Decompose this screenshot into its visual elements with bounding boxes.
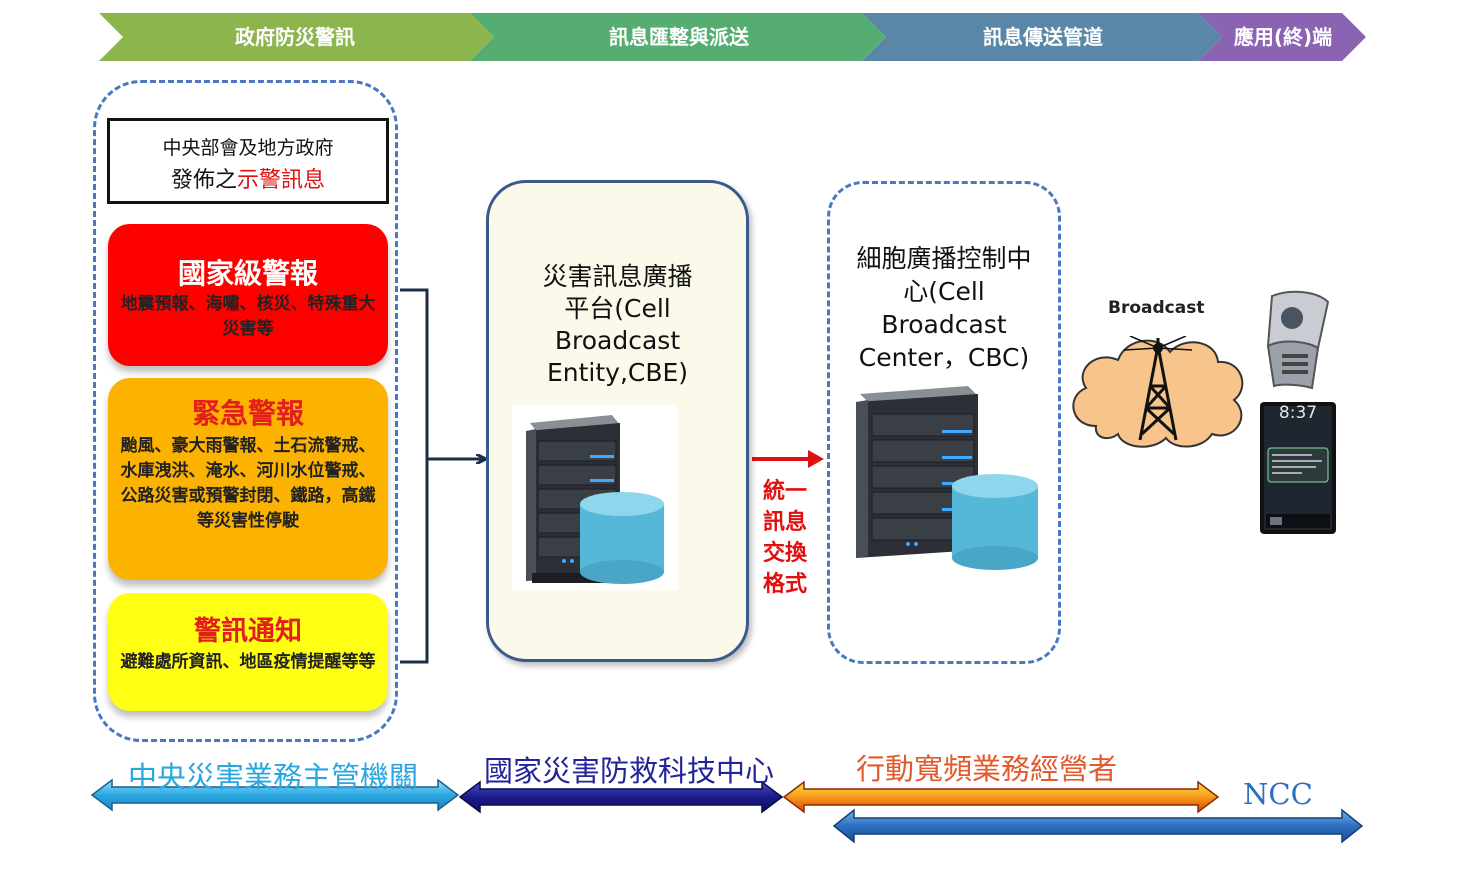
flip-phone-icon	[1266, 290, 1330, 390]
national-alert-box: 國家級警報 地震預報、海嘯、核災、特殊重大災害等	[108, 224, 388, 366]
header-chevron-4	[1198, 13, 1366, 61]
ncc-arrow	[832, 808, 1364, 844]
government-warnings-group	[93, 80, 398, 742]
source-line-2-red: 示警訊息	[237, 168, 326, 193]
warning-notice-desc: 避難處所資訊、地區疫情提醒等等	[120, 652, 376, 672]
exchange-line: 交換	[762, 541, 807, 566]
source-line-2-black: 發佈之	[170, 168, 237, 193]
warning-source-box: 中央部會及地方政府 發佈之示警訊息	[107, 118, 389, 204]
exchange-line: 格式	[762, 572, 807, 597]
central-agency-label: 中央災害業務主管機關	[128, 760, 419, 794]
warning-notice-title: 警訊通知	[194, 616, 302, 647]
cbe-label-line: 平台(Cell	[564, 294, 671, 323]
operators-arrow	[782, 780, 1220, 814]
cbc-label-line: Broadcast	[881, 310, 1007, 339]
cbe-label: 災害訊息廣播 平台(Cell Broadcast Entity,CBE)	[489, 261, 746, 389]
cbe-label-line: Entity,CBE)	[546, 358, 689, 387]
to-cbc-arrow-head	[808, 450, 824, 468]
cbc-label-line: Center，CBC)	[858, 343, 1030, 372]
cbc-label: 細胞廣播控制中 心(Cell Broadcast Center，CBC)	[830, 242, 1058, 374]
header-stage-3: 訊息傳送管道	[983, 25, 1103, 49]
source-line-2: 發佈之示警訊息	[110, 162, 386, 194]
smartphone-icon	[1260, 402, 1336, 534]
ncdr-arrow	[458, 780, 784, 814]
header-stage-4: 應用(終)端	[1233, 25, 1333, 49]
header-flow	[99, 13, 1366, 61]
cbc-label-line: 細胞廣播控制中	[856, 244, 1032, 273]
central-agency-arrow	[90, 778, 460, 812]
header-chevron-2	[470, 13, 886, 61]
cbe-label-line: Broadcast	[554, 326, 681, 355]
cbc-server-icon	[856, 386, 1038, 570]
operators-label: 行動寬頻業務經營者	[856, 752, 1118, 786]
emergency-alert-desc: 颱風、豪大雨警報、土石流警戒、水庫洩洪、淹水、河川水位警戒、公路災害或預警封閉、…	[120, 436, 376, 531]
antenna-tower-icon	[1123, 336, 1193, 441]
emergency-alert-box: 緊急警報 颱風、豪大雨警報、土石流警戒、水庫洩洪、淹水、河川水位警戒、公路災害或…	[108, 378, 388, 580]
phone-time: 8:37	[1278, 403, 1318, 423]
national-alert-title: 國家級警報	[177, 257, 318, 290]
broadcast-label: Broadcast	[1108, 298, 1205, 318]
cbe-server-icon	[512, 405, 678, 590]
header-stage-2: 訊息匯整與派送	[609, 25, 749, 49]
emergency-alert-title: 緊急警報	[191, 397, 304, 430]
exchange-line: 訊息	[762, 510, 807, 535]
bracket-connector	[400, 288, 429, 664]
source-line-1: 中央部會及地方政府	[162, 137, 334, 159]
warning-notice-box: 警訊通知 避難處所資訊、地區疫情提醒等等	[108, 593, 388, 711]
header-chevron-3	[862, 13, 1222, 61]
cbc-label-line: 心(Cell	[903, 277, 985, 306]
national-alert-desc: 地震預報、海嘯、核災、特殊重大災害等	[120, 294, 376, 339]
header-stage-1: 政府防災警訊	[235, 25, 355, 49]
ncc-label: NCC	[1243, 777, 1313, 811]
header-chevron-1	[99, 13, 494, 61]
exchange-line: 統一	[762, 479, 807, 504]
cbe-label-line: 災害訊息廣播	[542, 262, 693, 291]
exchange-format-label: 統一 訊息 交換 格式	[759, 476, 811, 600]
ncdr-label: 國家災害防救科技中心	[484, 754, 775, 788]
